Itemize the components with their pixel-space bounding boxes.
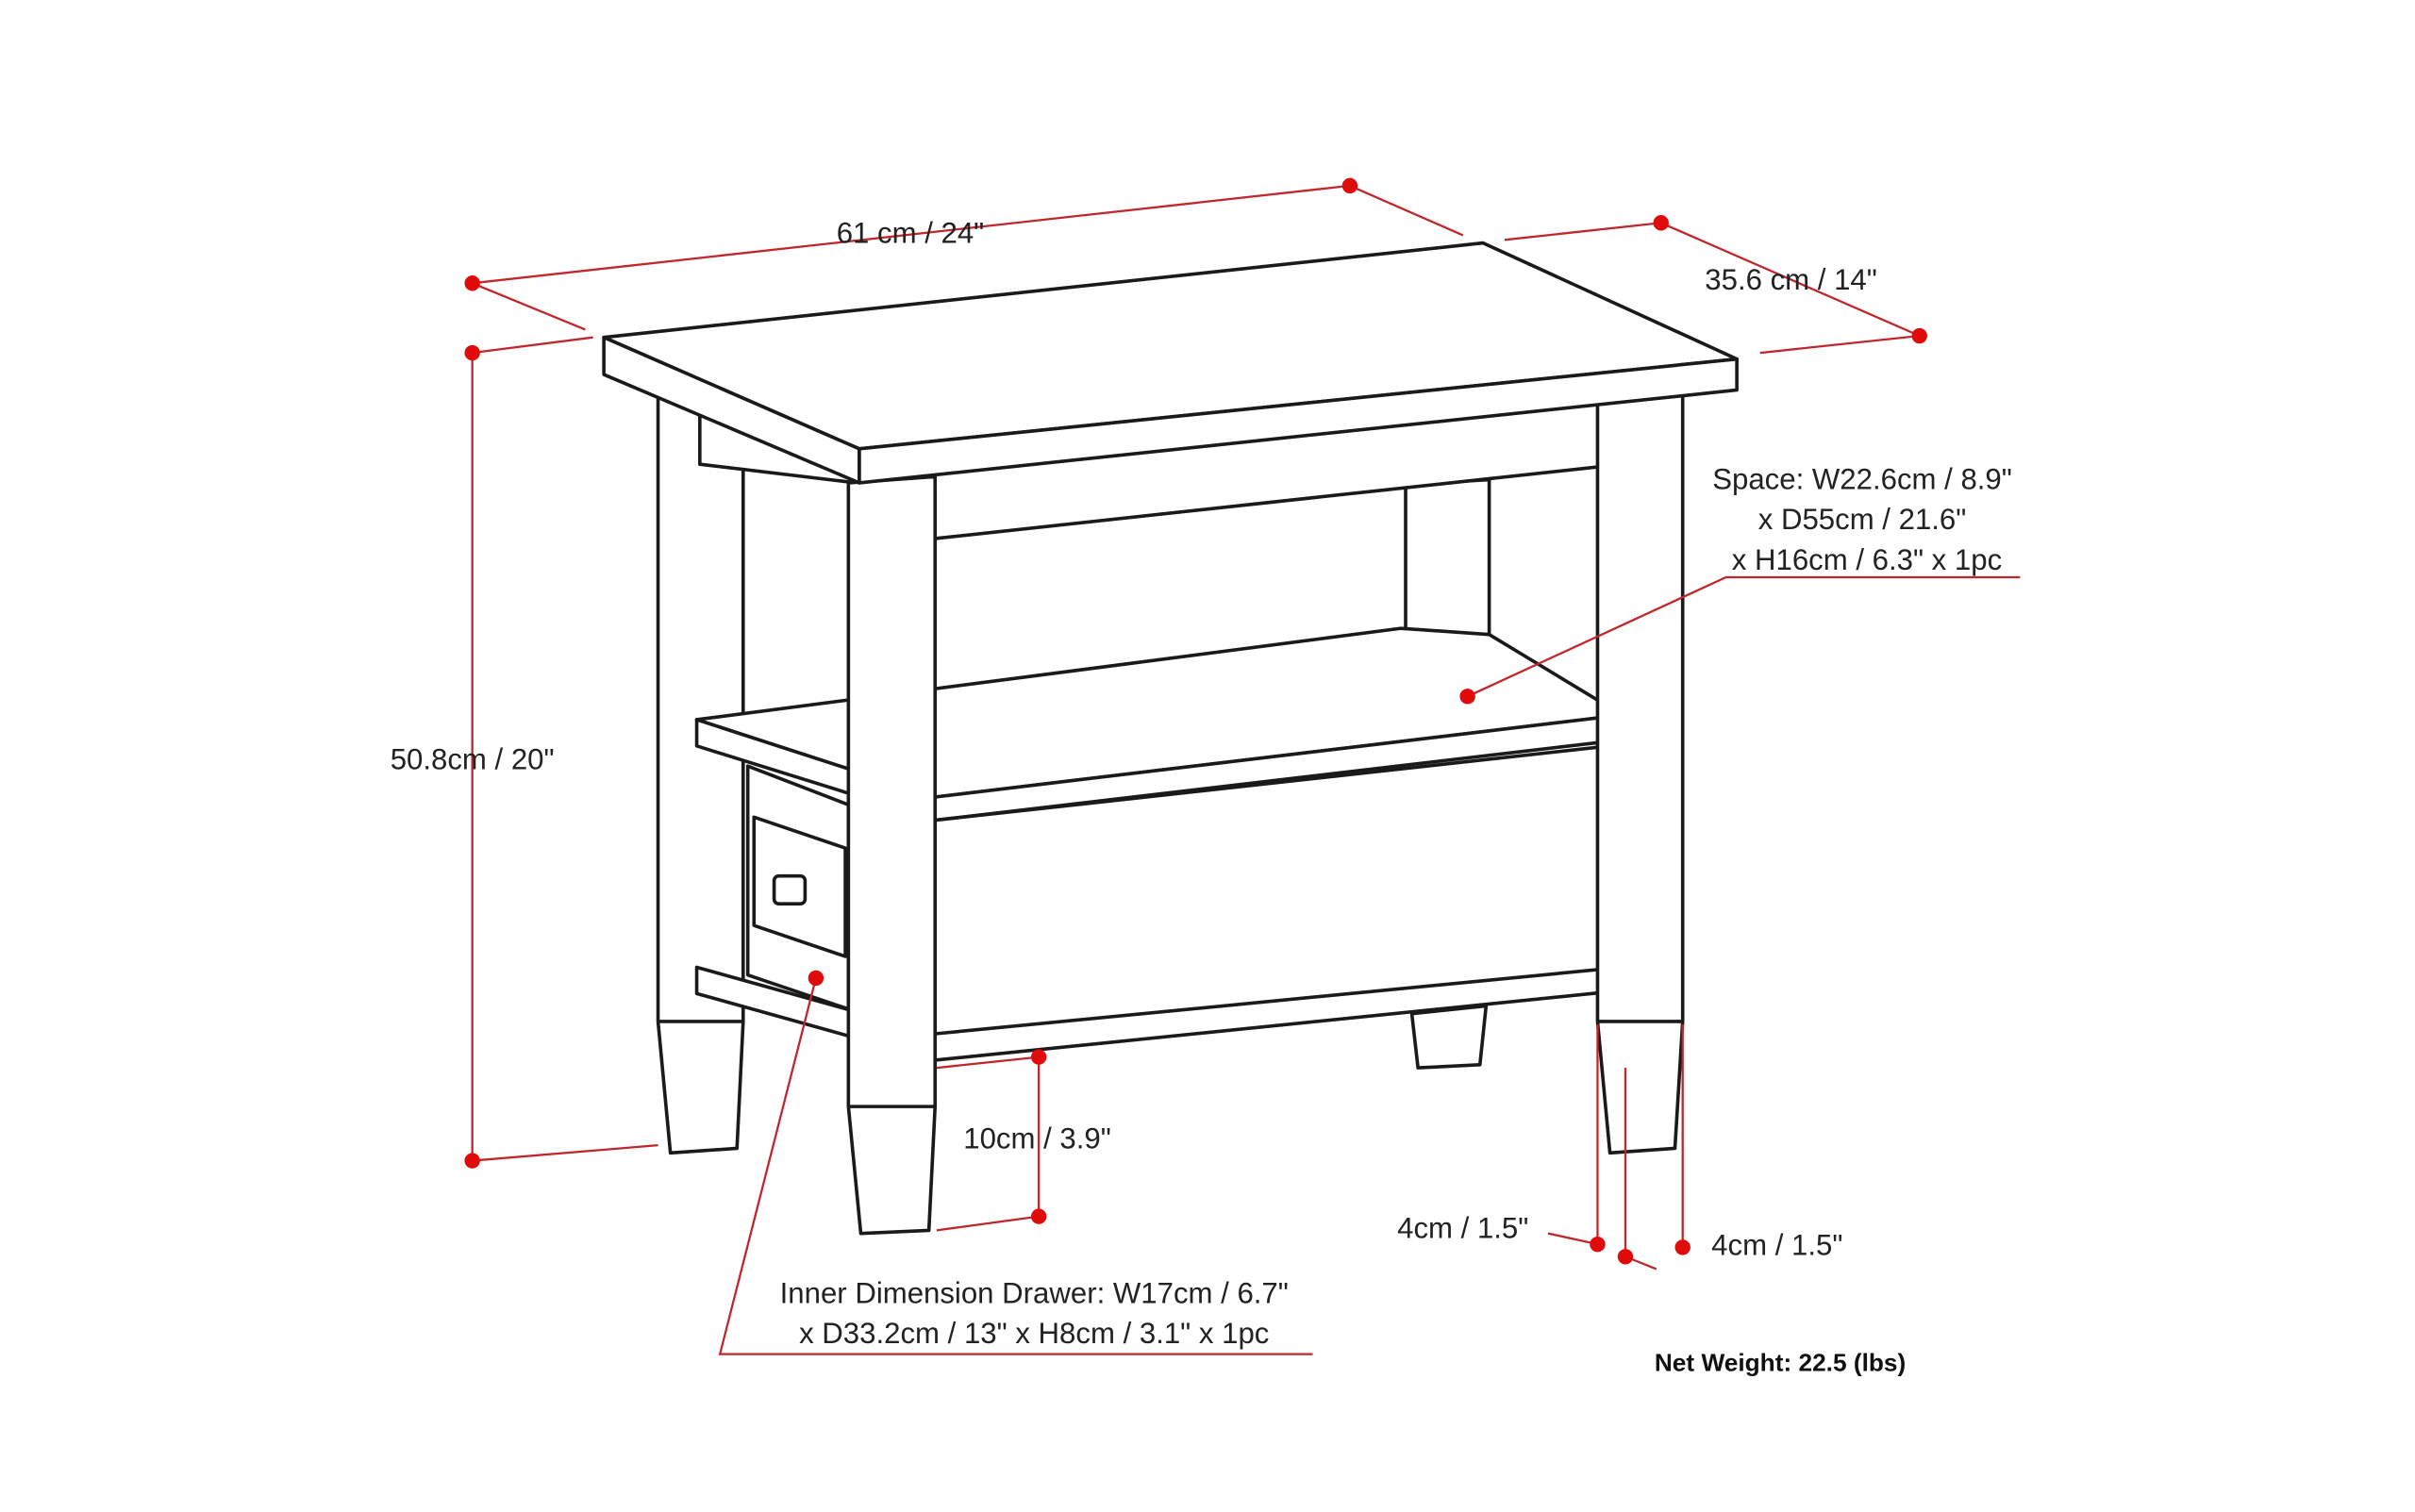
space-line-2: x D55cm / 21.6"	[1758, 503, 1967, 536]
space-line-3: x H16cm / 6.3" x 1pc	[1732, 543, 2002, 576]
labels: 61 cm / 24" 35.6 cm / 14" 50.8cm / 20" S…	[391, 217, 2012, 1377]
front-right-leg	[1595, 392, 1685, 1155]
front-left-leg	[846, 474, 938, 1236]
leg-width-left-label: 4cm / 1.5"	[1397, 1212, 1528, 1245]
height-label: 50.8cm / 20"	[391, 742, 555, 775]
back-left-leg	[656, 392, 745, 1155]
depth-label: 35.6 cm / 14"	[1705, 263, 1877, 296]
drawer-line-2: x D33.2cm / 13" x H8cm / 3.1" x 1pc	[799, 1317, 1269, 1350]
marker-dots	[464, 177, 1927, 1265]
net-weight: Net Weight: 22.5 (lbs)	[1655, 1349, 1906, 1377]
dimension-lines	[464, 177, 2021, 1355]
leg-clearance-label: 10cm / 3.9"	[963, 1122, 1111, 1155]
leg-width-right-label: 4cm / 1.5"	[1711, 1229, 1842, 1262]
back-right-leg	[1404, 477, 1491, 640]
width-label: 61 cm / 24"	[837, 217, 985, 250]
drawer-knob	[772, 873, 808, 906]
space-line-1: Space: W22.6cm / 8.9"	[1712, 462, 2012, 495]
table-drawing	[602, 241, 1739, 1236]
drawer-line-1: Inner Dimension Drawer: W17cm / 6.7"	[780, 1277, 1289, 1310]
